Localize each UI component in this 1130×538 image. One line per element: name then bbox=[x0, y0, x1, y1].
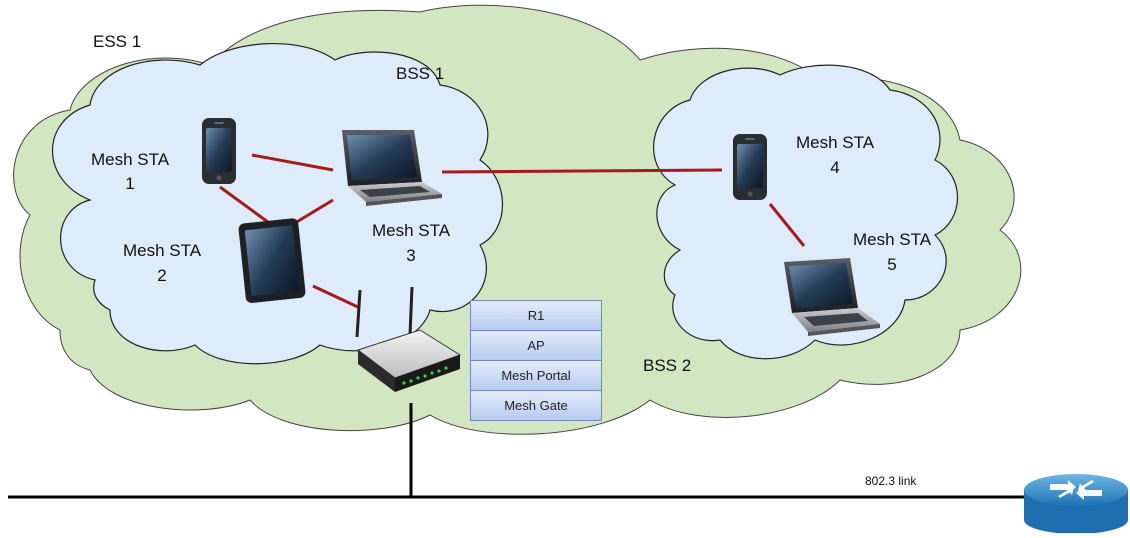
bss2-cloud bbox=[653, 64, 958, 360]
sta4-label-num: 4 bbox=[830, 158, 840, 177]
role-mesh-portal: Mesh Portal bbox=[470, 360, 602, 391]
sta2-label-num: 2 bbox=[157, 266, 167, 285]
sta1-label-num: 1 bbox=[125, 174, 135, 193]
sta2-label-name: Mesh STA bbox=[122, 241, 202, 260]
sta3-label-name: Mesh STA bbox=[371, 221, 451, 240]
ap-antenna-left bbox=[355, 289, 362, 338]
mesh-sta5-laptop-icon bbox=[784, 258, 880, 336]
bss1-label: BSS 1 bbox=[396, 64, 445, 83]
link-sta1-sta3 bbox=[251, 153, 334, 172]
link-label: 802.3 link bbox=[865, 474, 917, 488]
mesh-sta2-tablet-icon bbox=[238, 218, 306, 303]
role-ap: AP bbox=[470, 330, 602, 361]
access-point-icon bbox=[355, 286, 462, 392]
link-sta1-sta2 bbox=[219, 185, 273, 227]
link-sta3-sta4 bbox=[441, 168, 723, 174]
mesh-sta3-laptop-icon bbox=[342, 130, 442, 206]
router-icon bbox=[1024, 474, 1128, 534]
mesh-sta4-phone-icon bbox=[733, 134, 767, 200]
mesh-sta1-phone-icon bbox=[202, 118, 236, 184]
ap-antenna-right bbox=[408, 286, 414, 336]
sta4-label-name: Mesh STA bbox=[795, 133, 875, 152]
link-sta4-sta5 bbox=[768, 203, 806, 247]
bss2-label: BSS 2 bbox=[643, 356, 692, 375]
role-r1: R1 bbox=[470, 300, 602, 331]
sta5-label-name: Mesh STA bbox=[852, 230, 932, 249]
ess1-label: ESS 1 bbox=[93, 32, 142, 51]
link-sta2-ap bbox=[312, 284, 361, 310]
sta3-label-num: 3 bbox=[406, 246, 416, 265]
ap-role-stack: R1 AP Mesh Portal Mesh Gate bbox=[470, 300, 602, 421]
mesh-links bbox=[219, 153, 806, 310]
sta5-label-num: 5 bbox=[887, 255, 897, 274]
sta1-label-name: Mesh STA bbox=[90, 150, 170, 169]
bss1-cloud bbox=[52, 42, 503, 365]
role-mesh-gate: Mesh Gate bbox=[470, 390, 602, 421]
